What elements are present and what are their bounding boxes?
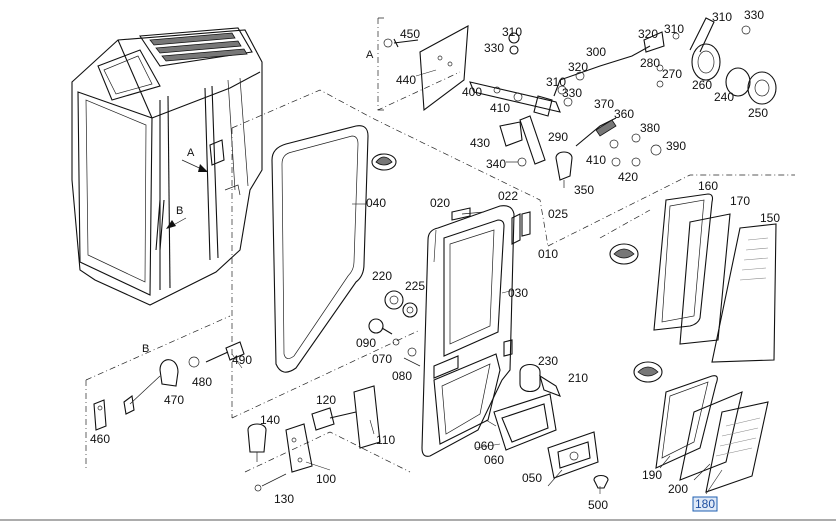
part-label-310: 310: [664, 22, 684, 36]
part-label-380: 380: [640, 121, 660, 135]
part-label-230: 230: [538, 354, 558, 368]
part-label-310: 310: [546, 75, 566, 89]
group-label-b: B: [142, 343, 149, 355]
part-label-180[interactable]: 180: [695, 497, 715, 511]
part-label-110: 110: [376, 433, 395, 447]
part-label-225: 225: [405, 279, 425, 293]
part-label-280: 280: [640, 56, 660, 70]
view-label-a: A: [187, 147, 195, 159]
part-label-190: 190: [642, 468, 662, 482]
group-frames: [85, 17, 795, 473]
part-labels: 450 440 400 410 430 340 350 310 330 300 …: [90, 8, 780, 512]
view-arrow-a: A: [181, 147, 209, 173]
part-label-040: 040: [366, 196, 386, 210]
side-glass-panels: [609, 193, 777, 493]
part-label-400: 400: [462, 85, 482, 99]
part-label-480: 480: [192, 375, 212, 389]
highlighted-part-box[interactable]: [692, 496, 718, 512]
part-label-090: 090: [356, 336, 376, 350]
part-label-290: 290: [548, 130, 568, 144]
part-label-030: 030: [508, 286, 528, 300]
part-label-330: 330: [484, 41, 504, 55]
part-label-022: 022: [498, 189, 518, 203]
part-label-390: 390: [666, 139, 686, 153]
part-label-500: 500: [588, 498, 608, 512]
part-label-340: 340: [486, 157, 506, 171]
view-arrow-b: B: [166, 205, 187, 229]
part-label-350: 350: [574, 183, 594, 197]
group-label-a: A: [366, 49, 374, 61]
lock-assembly: [247, 385, 381, 492]
group-a: A: [366, 17, 777, 188]
view-label-b: B: [176, 205, 183, 217]
part-label-060: 060: [484, 453, 504, 467]
part-label-250: 250: [748, 106, 768, 120]
part-label-240: 240: [714, 90, 734, 104]
part-label-370: 370: [594, 97, 614, 111]
part-label-120: 120: [316, 393, 336, 407]
part-label-260: 260: [692, 78, 712, 92]
part-label-130: 130: [274, 492, 294, 506]
part-label-310: 310: [712, 10, 732, 24]
part-label-450: 450: [400, 27, 420, 41]
part-label-170: 170: [730, 194, 750, 208]
part-label-220: 220: [372, 269, 392, 283]
part-label-330: 330: [562, 86, 582, 100]
part-label-270: 270: [662, 67, 682, 81]
part-label-020: 020: [430, 196, 450, 210]
part-label-100: 100: [316, 472, 336, 486]
part-label-070: 070: [372, 352, 392, 366]
door-frame: [368, 205, 609, 489]
part-label-320: 320: [568, 60, 588, 74]
leader-lines: [231, 69, 723, 495]
part-label-330: 330: [744, 8, 764, 22]
part-label-460: 460: [90, 432, 110, 446]
part-label-300: 300: [586, 45, 606, 59]
door-glass-seal: [271, 125, 397, 373]
part-label-310: 310: [502, 25, 522, 39]
part-label-410: 410: [586, 153, 606, 167]
part-label-440: 440: [396, 73, 416, 87]
part-label-140: 140: [260, 413, 280, 427]
cab-assembly: [71, 27, 263, 306]
part-label-025: 025: [548, 207, 568, 221]
part-label-470: 470: [164, 393, 184, 407]
part-label-060: 060: [474, 439, 494, 453]
part-label-200: 200: [668, 482, 688, 496]
part-label-050: 050: [522, 471, 542, 485]
part-label-430: 430: [470, 136, 490, 150]
group-b: B: [93, 341, 245, 431]
part-label-160: 160: [698, 179, 718, 193]
part-label-150: 150: [760, 211, 780, 225]
part-label-360: 360: [614, 107, 634, 121]
part-label-320: 320: [638, 27, 658, 41]
part-label-010: 010: [538, 247, 558, 261]
part-label-490: 490: [232, 353, 252, 367]
part-label-420: 420: [618, 170, 638, 184]
part-label-080: 080: [392, 369, 412, 383]
part-label-410: 410: [490, 101, 510, 115]
part-label-210: 210: [568, 371, 588, 385]
